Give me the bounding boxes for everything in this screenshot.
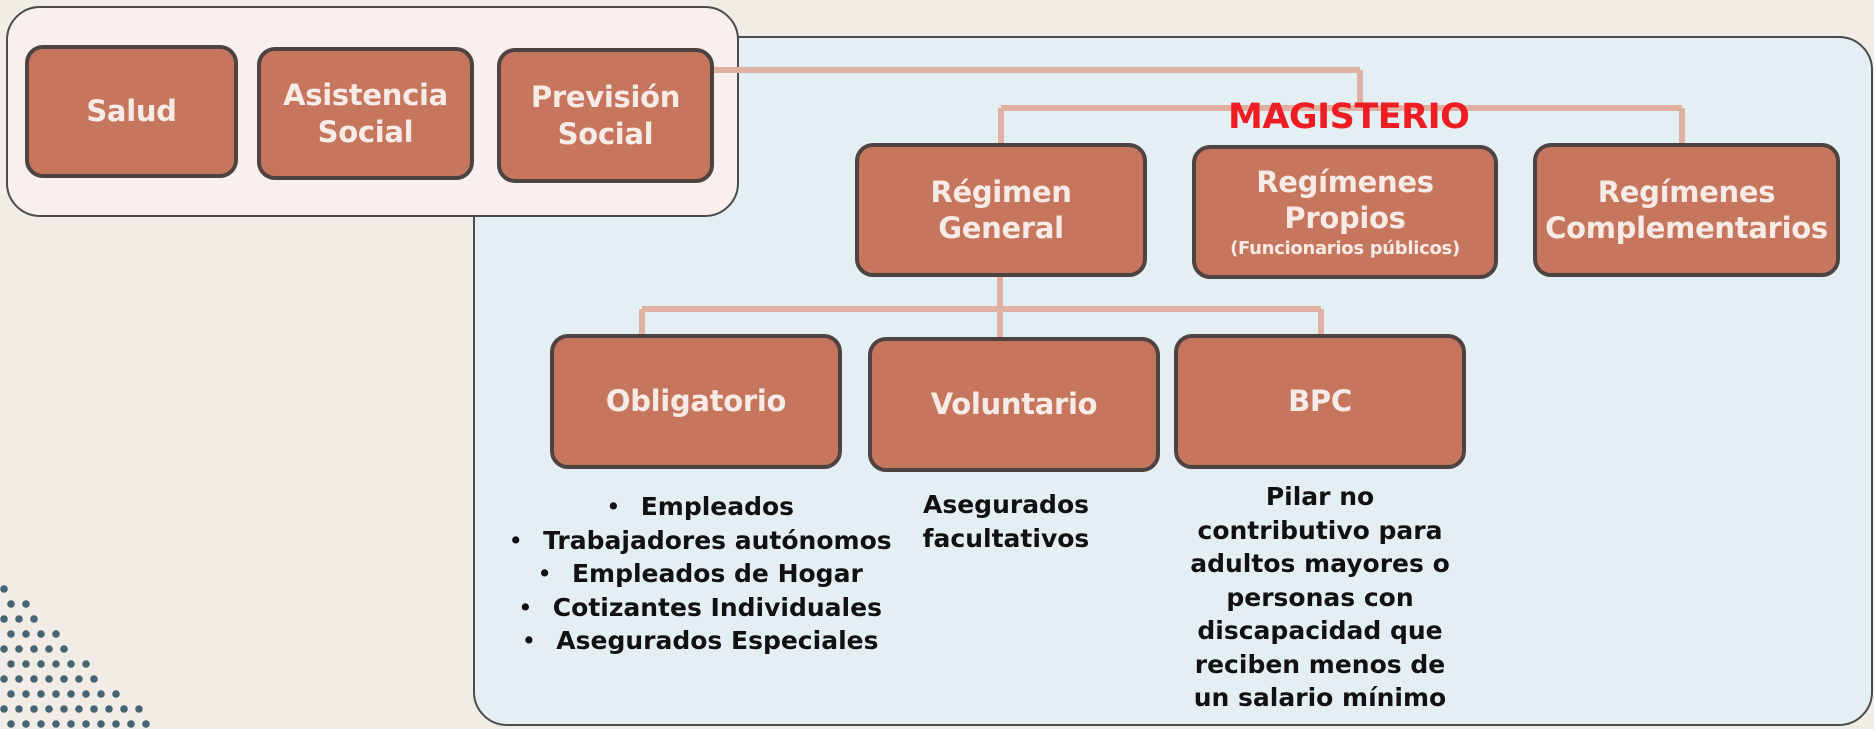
- box-complementarios-label-1: Regímenes: [1597, 174, 1776, 209]
- list-item: Asegurados Especiales: [500, 624, 900, 658]
- box-asistencia-label-2: Social: [317, 114, 414, 149]
- list-item: Cotizantes Individuales: [500, 591, 900, 625]
- list-item: Empleados: [500, 490, 900, 524]
- box-prevision-label-2: Social: [557, 116, 654, 151]
- box-propios-label-1: Regímenes: [1256, 165, 1434, 200]
- box-general-label-2: General: [938, 211, 1064, 245]
- box-salud: Salud: [25, 45, 238, 178]
- box-complementarios-label-2: Complementarios: [1545, 211, 1828, 245]
- box-obligatorio-label: Obligatorio: [605, 384, 787, 419]
- box-salud-label: Salud: [86, 94, 177, 129]
- voluntario-note: Asegurados facultativos: [922, 490, 1090, 553]
- box-asistencia-label-1: Asistencia: [283, 78, 448, 113]
- box-regimenes-complementarios: Regímenes Complementarios: [1533, 143, 1840, 277]
- box-asistencia-social: Asistencia Social: [257, 47, 474, 180]
- box-bpc: BPC: [1174, 334, 1466, 469]
- box-voluntario: Voluntario: [868, 337, 1160, 472]
- box-general-label-1: Régimen: [930, 174, 1072, 209]
- box-obligatorio: Obligatorio: [550, 334, 842, 469]
- box-bpc-label: BPC: [1288, 384, 1352, 419]
- box-prevision-label-1: Previsión: [530, 80, 681, 115]
- obligatorio-list: Empleados Trabajadores autónomos Emplead…: [500, 490, 900, 658]
- box-propios-label-2: Propios: [1284, 201, 1406, 236]
- box-regimenes-propios: Regímenes Propios (Funcionarios públicos…: [1192, 145, 1498, 279]
- list-item: Empleados de Hogar: [500, 557, 900, 591]
- box-regimen-general: Régimen General: [855, 143, 1147, 277]
- box-prevision-social: Previsión Social: [497, 48, 714, 183]
- bpc-note: Pilar no contributivo para adultos mayor…: [1190, 482, 1450, 712]
- box-voluntario-label: Voluntario: [930, 387, 1098, 422]
- diagram-title: MAGISTERIO: [1228, 97, 1470, 137]
- box-propios-note: (Funcionarios públicos): [1230, 237, 1460, 259]
- decorative-dots-icon: [0, 585, 150, 728]
- list-item: Trabajadores autónomos: [500, 524, 900, 558]
